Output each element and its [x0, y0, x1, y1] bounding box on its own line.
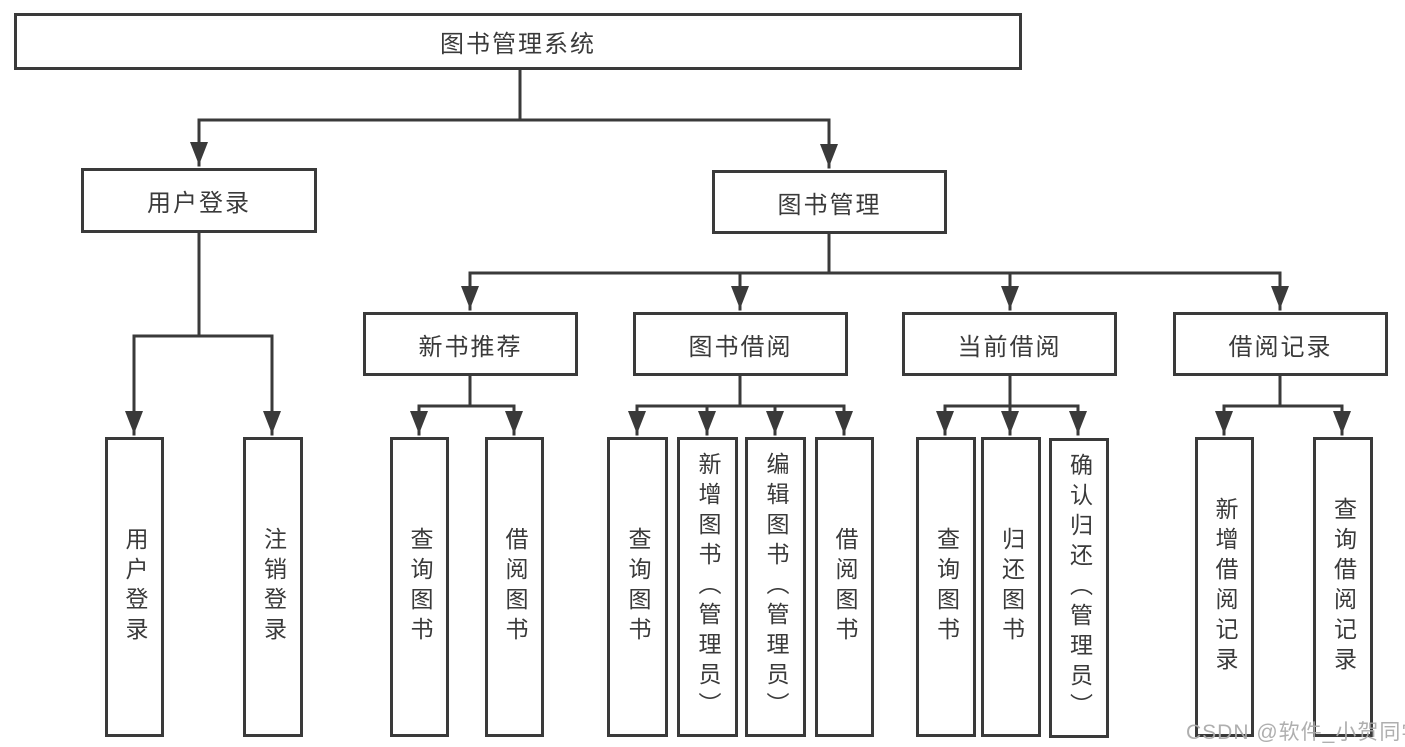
leaf-current-query-books: 查询图书: [916, 437, 976, 737]
node-book-management-label: 图书管理: [777, 191, 882, 219]
leaf-borrow-query-books: 查询图书: [607, 437, 668, 737]
node-new-book-recommend-label: 新书推荐: [418, 333, 523, 361]
leaf-user-login-label: 用户登录: [122, 527, 148, 647]
leaf-current-return-books-label: 归还图书: [998, 527, 1025, 647]
node-book-borrow-label: 图书借阅: [688, 333, 793, 361]
connector-book-management-to-level3: [461, 230, 1289, 311]
leaf-borrow-edit-books-admin-label: 编辑图书（管理员）: [763, 452, 789, 722]
node-root-system-label: 图书管理系统: [440, 31, 596, 58]
leaf-records-query-record: 查询借阅记录: [1313, 437, 1373, 737]
leaf-user-login: 用户登录: [105, 437, 164, 737]
leaf-borrow-add-books-admin: 新增图书（管理员）: [677, 437, 738, 737]
connector-new-book-branch: [410, 372, 523, 436]
node-borrow-records-label: 借阅记录: [1228, 333, 1333, 361]
leaf-borrow-borrow-books-label: 借阅图书: [832, 527, 858, 647]
leaf-records-add-record: 新增借阅记录: [1195, 437, 1254, 737]
node-current-borrow-label: 当前借阅: [957, 333, 1062, 361]
leaf-borrow-add-books-admin-label: 新增图书（管理员）: [695, 452, 721, 722]
leaf-current-query-books-label: 查询图书: [933, 527, 960, 647]
node-user-login: 用户登录: [81, 168, 317, 233]
node-current-borrow: 当前借阅: [902, 312, 1117, 376]
connector-borrow-records-branch: [1215, 372, 1351, 436]
leaf-logout-login: 注销登录: [243, 437, 303, 737]
leaf-newbook-query-books: 查询图书: [390, 437, 449, 737]
node-book-management: 图书管理: [712, 170, 947, 234]
leaf-current-confirm-return-admin: 确认归还（管理员）: [1049, 438, 1109, 738]
leaf-newbook-query-books-label: 查询图书: [407, 527, 433, 647]
leaf-current-confirm-return-admin-label: 确认归还（管理员）: [1066, 453, 1093, 723]
node-new-book-recommend: 新书推荐: [363, 312, 578, 376]
leaf-logout-login-label: 注销登录: [260, 527, 287, 647]
leaf-current-return-books: 归还图书: [981, 437, 1041, 737]
leaf-borrow-edit-books-admin: 编辑图书（管理员）: [745, 437, 806, 737]
connector-book-borrow-branch: [628, 372, 853, 436]
node-user-login-label: 用户登录: [147, 190, 251, 217]
connector-root-to-level2: [190, 66, 838, 169]
node-root-system: 图书管理系统: [14, 13, 1022, 70]
csdn-watermark: CSDN @软件_小贺同学: [1186, 721, 1405, 744]
connector-current-borrow-branch: [936, 372, 1087, 436]
leaf-records-add-record-label: 新增借阅记录: [1212, 497, 1238, 677]
connector-user-login-branch: [125, 229, 281, 436]
leaf-newbook-borrow-books-label: 借阅图书: [502, 527, 528, 647]
leaf-records-query-record-label: 查询借阅记录: [1330, 497, 1357, 677]
leaf-borrow-query-books-label: 查询图书: [625, 527, 651, 647]
node-borrow-records: 借阅记录: [1173, 312, 1388, 376]
node-book-borrow: 图书借阅: [633, 312, 848, 376]
leaf-newbook-borrow-books: 借阅图书: [485, 437, 544, 737]
leaf-borrow-borrow-books: 借阅图书: [815, 437, 874, 737]
